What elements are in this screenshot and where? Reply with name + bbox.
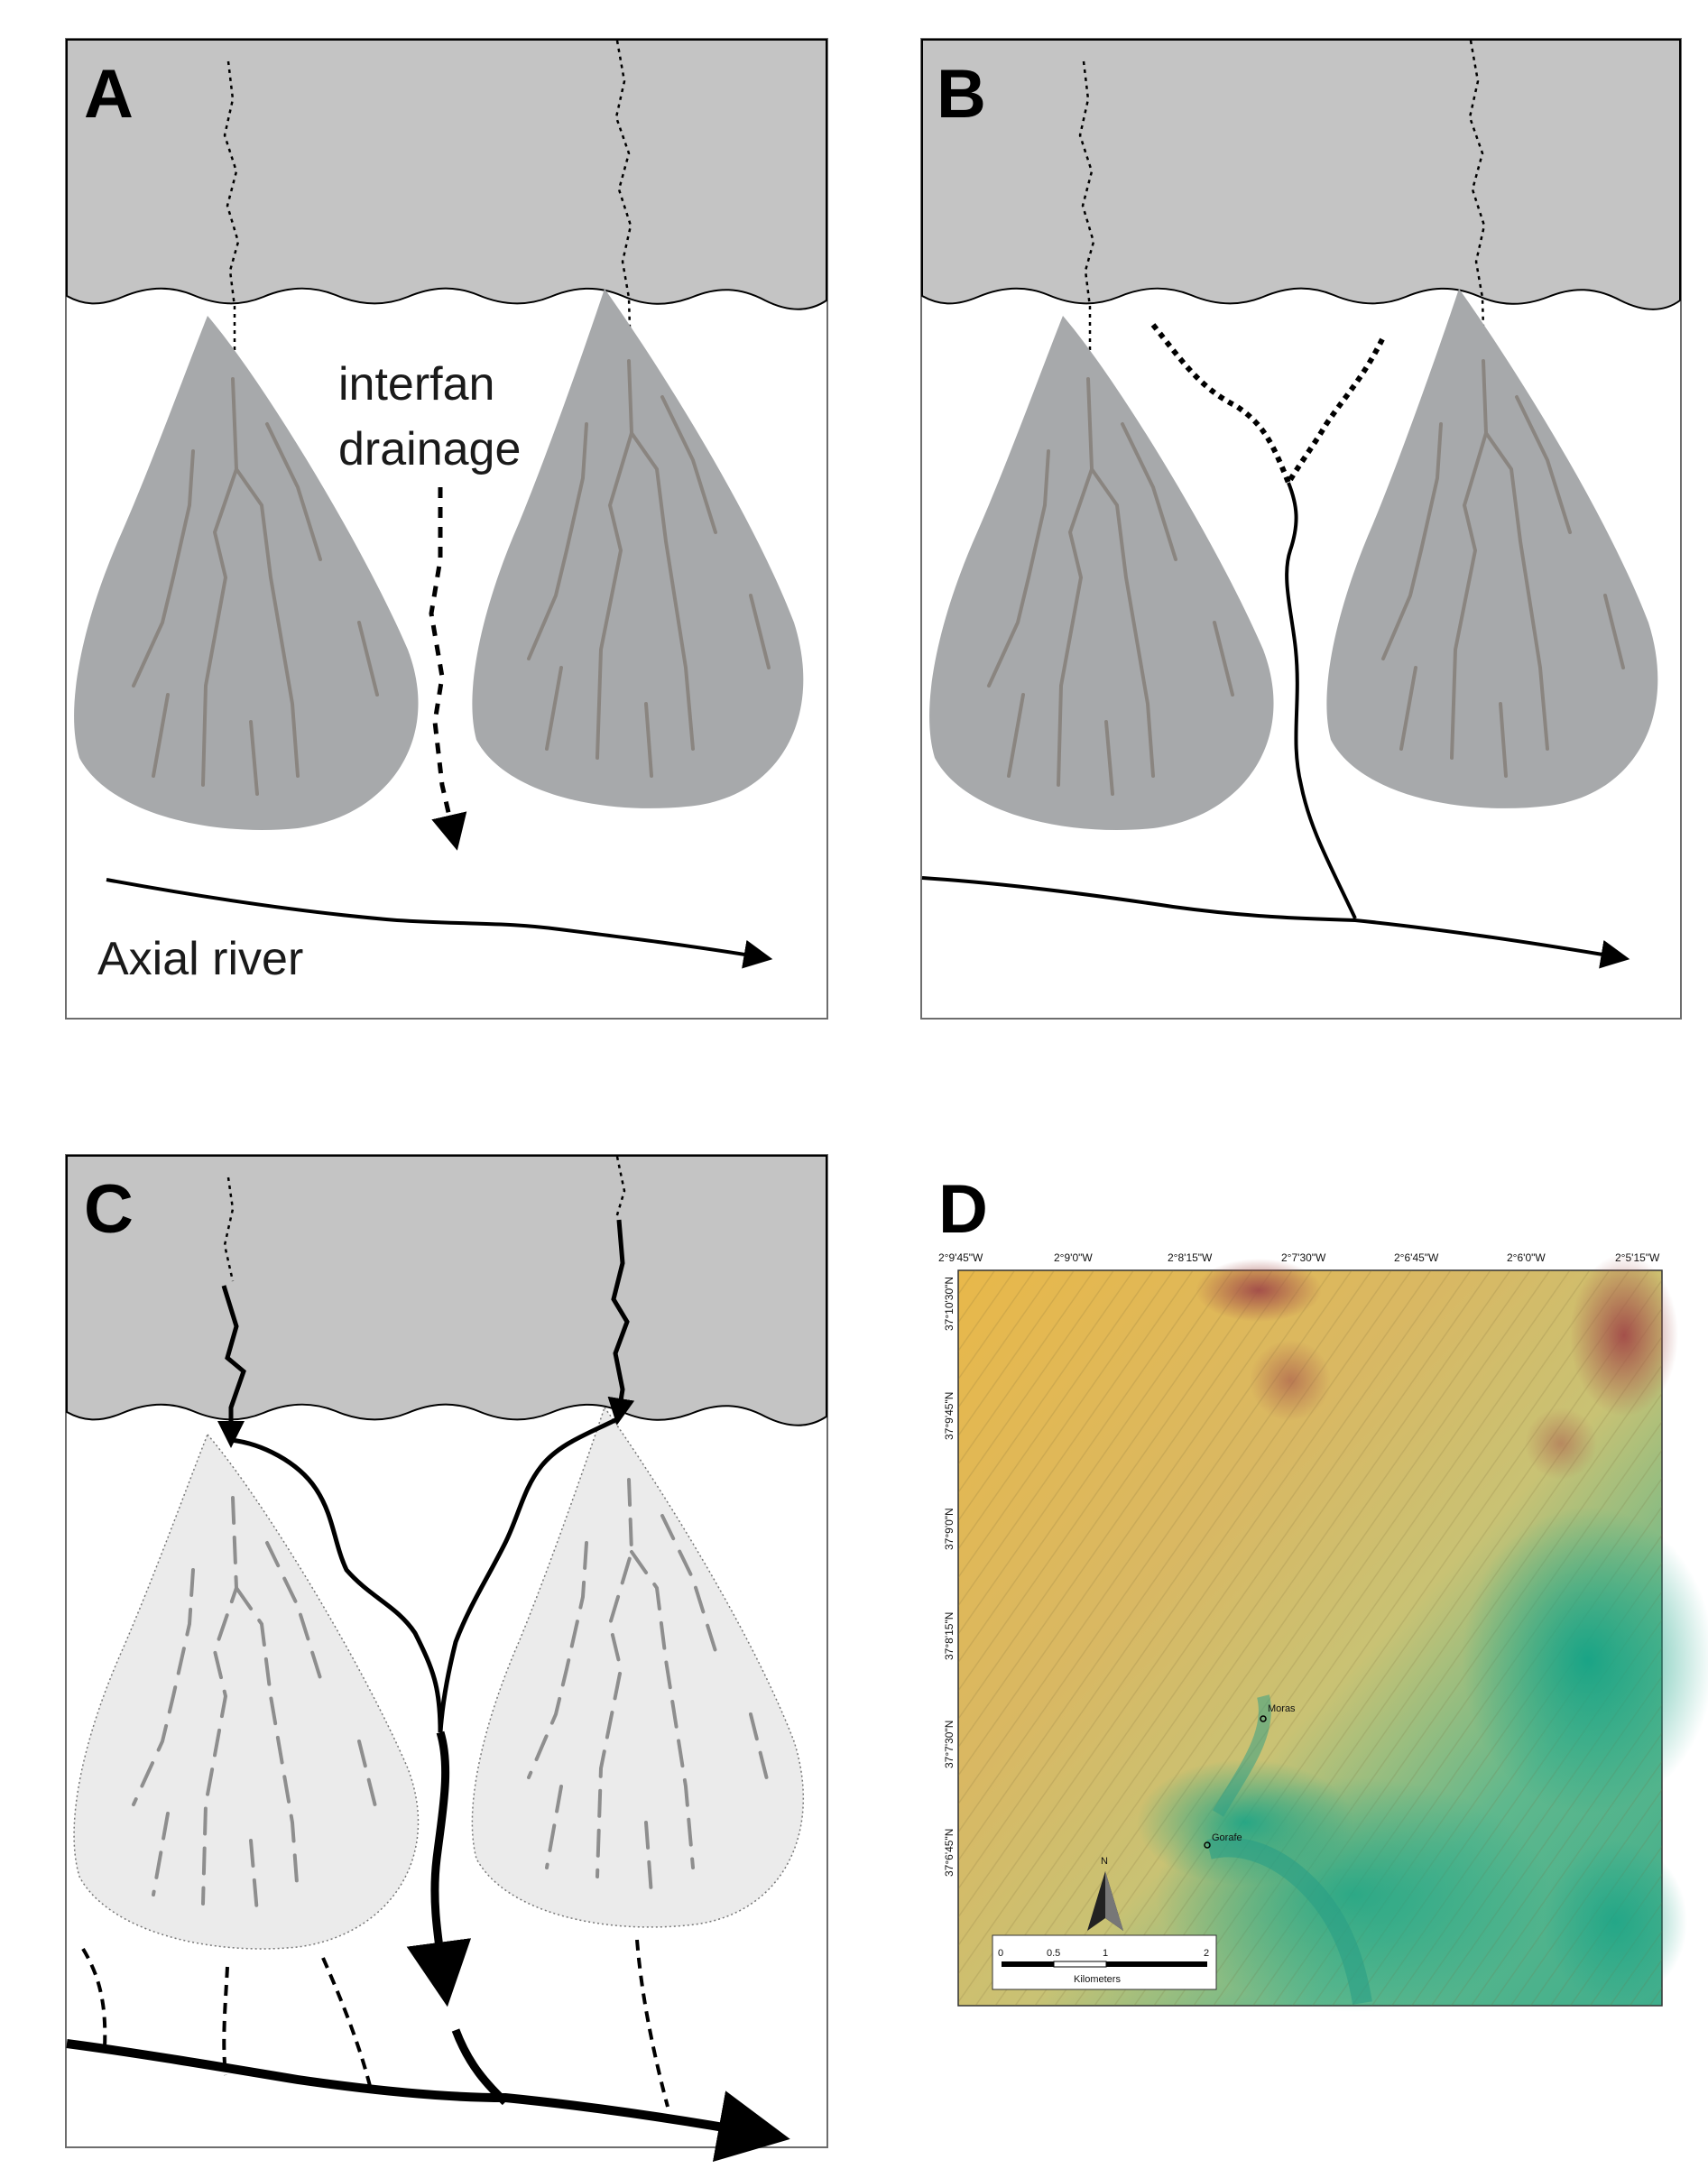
longitude-label: 2°7'30"W — [1281, 1251, 1326, 1264]
panel-d-longitude-labels: 2°9'45"W 2°9'0"W 2°8'15"W 2°7'30"W 2°6'4… — [938, 1251, 1660, 1264]
panel-d-scale-box: N 0 0.5 1 2 Kilometers — [992, 1856, 1217, 1990]
panel-b-mountain-front — [921, 39, 1681, 310]
panel-a-axial-river-label: Axial river — [97, 933, 303, 985]
panel-c-trunk-stream — [406, 1730, 472, 2007]
place-label-moras: Moras — [1268, 1703, 1296, 1714]
longitude-label: 2°6'45"W — [1394, 1251, 1439, 1264]
panel-b-headwater-dotted-left — [1150, 323, 1291, 485]
panel-b-fan-right — [1326, 289, 1658, 808]
latitude-label: 37°8'15"N — [943, 1612, 956, 1660]
panel-b-interfan-stream — [1285, 482, 1357, 919]
panel-c-fan-left-inactive — [73, 1433, 420, 1950]
north-label: N — [1101, 1856, 1108, 1867]
place-label-gorafe: Gorafe — [1212, 1832, 1242, 1843]
panel-c-source-stream-right — [607, 1219, 635, 1426]
panel-a-fan-left — [74, 316, 419, 830]
panel-b: B — [920, 38, 1682, 1020]
panel-a-fan-left-channels — [132, 377, 379, 796]
scale-bar: 0 0.5 1 2 Kilometers — [998, 1948, 1209, 1985]
panel-c-capture-stream-left — [230, 1437, 443, 1733]
panel-a-fan-right — [472, 289, 804, 808]
panel-c-fan-right-inactive — [471, 1406, 805, 1928]
panel-a-interfan-arrow — [429, 487, 467, 851]
panel-a-fan-right-channels — [527, 359, 771, 778]
latitude-label: 37°9'0"N — [943, 1508, 956, 1550]
scale-tick-label: 0 — [998, 1948, 1003, 1959]
north-arrow-icon: N — [1087, 1856, 1123, 1931]
panel-c-axial-river — [66, 2039, 790, 2163]
panel-c-mountain-front — [66, 1155, 827, 1426]
latitude-label: 37°7'30"N — [943, 1721, 956, 1768]
panel-c-fan-left-relict-channels — [132, 1496, 379, 1915]
panel-d-elevation-map: Moras Gorafe — [957, 1254, 1708, 2012]
panel-a-interfan-label-2: drainage — [338, 423, 521, 475]
panel-d-latitude-labels: 37°10'30"N 37°9'45"N 37°9'0"N 37°8'15"N … — [943, 1277, 956, 1877]
panel-b-axial-river — [921, 876, 1630, 969]
panel-b-fan-right-channels — [1381, 359, 1625, 778]
panel-a-mountain-front — [66, 39, 827, 310]
longitude-label: 2°6'0"W — [1507, 1251, 1546, 1264]
scale-tick-label: 0.5 — [1047, 1948, 1060, 1959]
latitude-label: 37°10'30"N — [943, 1277, 956, 1331]
panel-a-source-stream-left — [223, 60, 242, 386]
panel-a-letter: A — [84, 56, 134, 133]
scale-tick-label: 2 — [1204, 1948, 1209, 1959]
panel-a-axial-river — [106, 878, 773, 969]
panel-c: C — [65, 1154, 828, 2163]
panel-c-source-stream-left — [217, 1285, 246, 1448]
panel-c-source-stream-left-upper — [223, 1177, 235, 1282]
latitude-label: 37°9'45"N — [943, 1392, 956, 1440]
panel-b-fan-left — [929, 316, 1274, 830]
panel-b-headwater-dotted-right — [1286, 337, 1385, 485]
panel-a-source-stream-right — [614, 40, 638, 368]
panel-d: D 2°9'45"W 2°9'0"W 2°8'15"W 2°7'30"W 2°6… — [938, 1171, 1708, 2012]
panel-a-interfan-label-1: interfan — [338, 358, 494, 411]
panel-b-source-stream-right — [1468, 40, 1491, 368]
longitude-label: 2°9'0"W — [1054, 1251, 1093, 1264]
panel-c-source-stream-right-upper — [614, 1156, 626, 1219]
panel-a: A interfan drainage — [65, 38, 828, 1020]
panel-b-fan-left-channels — [987, 377, 1234, 796]
latitude-label: 37°6'45"N — [943, 1829, 956, 1877]
panel-d-letter: D — [938, 1171, 988, 1248]
panel-b-source-stream-left — [1078, 60, 1097, 386]
panel-c-fan-right-relict-channels — [527, 1478, 771, 1897]
panel-c-capture-stream-right — [438, 1416, 621, 1733]
panel-c-letter: C — [84, 1171, 134, 1248]
longitude-label: 2°8'15"W — [1168, 1251, 1213, 1264]
scale-unit-label: Kilometers — [1074, 1974, 1121, 1985]
panel-b-letter: B — [937, 56, 986, 133]
longitude-label: 2°9'45"W — [938, 1251, 983, 1264]
scale-tick-label: 1 — [1103, 1948, 1108, 1959]
